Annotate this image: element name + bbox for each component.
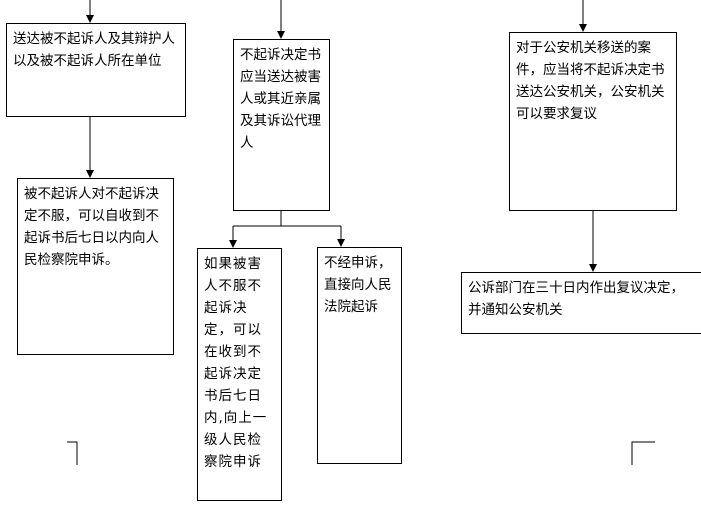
- box-police-review: 对于公安机关移送的案件，应当将不起诉决定书送达公安机关，公安机关可以要求复议: [509, 32, 677, 211]
- page-corner-mark-left: [67, 441, 78, 465]
- box-victim-appeal: 如果被害人不服不起诉决定，可以在收到不起诉决定书后七日内,向上一级人民检察院申诉: [197, 248, 282, 501]
- box-review-decision: 公诉部门在三十日内作出复议决定，并通知公安机关: [461, 272, 701, 334]
- box-notify-victim: 不起诉决定书应当送达被害人或其近亲属及其诉讼代理人: [233, 39, 330, 211]
- box-direct-suit: 不经申诉，直接向人民法院起诉: [317, 247, 402, 464]
- page-corner-mark-right: [631, 441, 655, 465]
- box-appeal-procuratorate: 被不起诉人对不起诉决定不服，可以自收到不起诉书后七日以内向人民检察院申诉。: [17, 178, 174, 355]
- box-send-units: 送达被不起诉人及其辩护人以及被不起诉人所在单位: [6, 23, 186, 117]
